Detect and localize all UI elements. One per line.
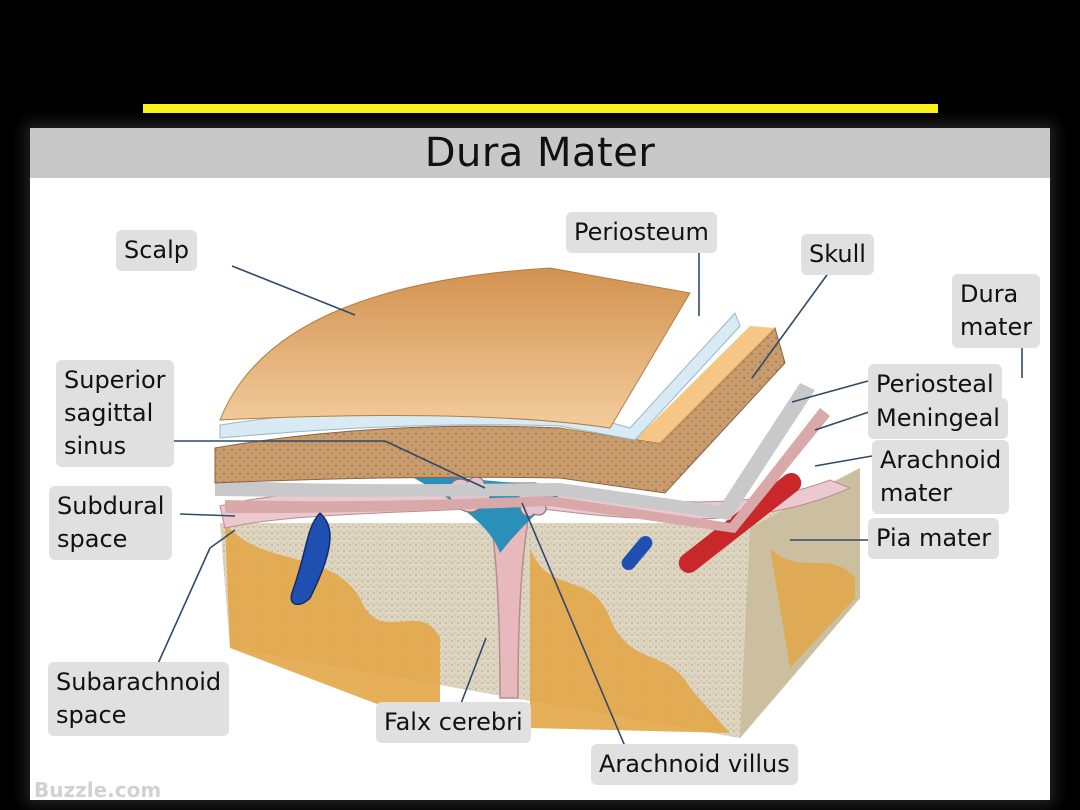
- label-superior-sagittal-sinus: Superior sagittal sinus: [56, 360, 174, 467]
- label-meningeal: Meningeal: [868, 398, 1008, 439]
- label-falx-cerebri: Falx cerebri: [376, 702, 531, 743]
- slide-card: Dura Mater: [30, 128, 1050, 800]
- label-pia-mater: Pia mater: [868, 518, 999, 559]
- label-subdural-space: Subdural space: [49, 486, 172, 560]
- accent-line: [143, 104, 938, 113]
- label-periosteum: Periosteum: [566, 212, 717, 253]
- scalp-layer: [220, 268, 690, 428]
- label-arachnoid-mater: Arachnoid mater: [872, 440, 1009, 514]
- label-subarachnoid-space: Subarachnoid space: [48, 662, 229, 736]
- label-skull: Skull: [801, 234, 874, 275]
- watermark: Buzzle.com: [34, 778, 161, 800]
- label-arachnoid-villus: Arachnoid villus: [591, 744, 798, 785]
- label-scalp: Scalp: [116, 230, 197, 271]
- label-dura-mater: Dura mater: [952, 274, 1040, 348]
